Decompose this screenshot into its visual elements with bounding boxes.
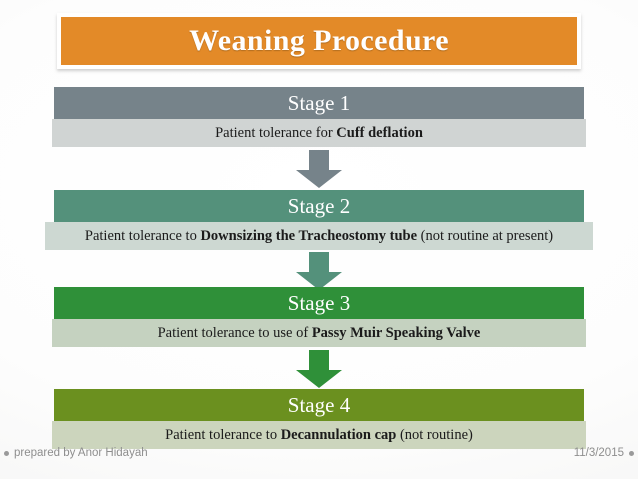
stage-1-header: Stage 1 — [54, 87, 584, 119]
slide-title-bar: Weaning Procedure — [61, 17, 577, 65]
stage-3-body-text: Patient tolerance to use of Passy Muir S… — [158, 326, 481, 341]
stage-4-body-text: Patient tolerance to Decannulation cap (… — [165, 428, 473, 443]
stage-1-body-bold: Cuff deflation — [336, 124, 423, 141]
stage-1-body: Patient tolerance for Cuff deflation — [52, 119, 586, 147]
stage-2-body-prefix: Patient tolerance to — [84, 227, 201, 244]
stage-block-3: Stage 3 Patient tolerance to use of Pass… — [0, 287, 638, 347]
page-title: Weaning Procedure — [189, 24, 449, 57]
footer-date: 11/3/2015 — [574, 447, 634, 459]
stage-3-header-label: Stage 3 — [287, 290, 351, 315]
stage-block-2: Stage 2 Patient tolerance to Downsizing … — [0, 190, 638, 250]
stage-3-body-prefix: Patient tolerance to use of — [157, 324, 312, 341]
stage-2-header: Stage 2 — [54, 190, 584, 222]
slide-footer: prepared by Anor Hidayah 11/3/2015 — [0, 445, 638, 461]
down-arrow-icon — [296, 252, 342, 290]
stage-4-header-label: Stage 4 — [287, 392, 351, 417]
stage-3-body-bold: Passy Muir Speaking Valve — [311, 324, 481, 341]
stage-3-body: Patient tolerance to use of Passy Muir S… — [52, 319, 586, 347]
footer-date-text: 11/3/2015 — [573, 447, 624, 459]
stage-4-body-prefix: Patient tolerance to — [165, 426, 281, 443]
stage-3-header: Stage 3 — [54, 287, 584, 319]
stage-2-body-bold: Downsizing the Tracheostomy tube — [200, 227, 418, 244]
footer-author-text: prepared by Anor Hidayah — [14, 447, 148, 459]
slide-title-banner: Weaning Procedure — [57, 13, 581, 69]
down-arrow-icon — [296, 150, 342, 188]
stage-block-1: Stage 1 Patient tolerance for Cuff defla… — [0, 87, 638, 147]
stage-4-header: Stage 4 — [54, 389, 584, 421]
bullet-icon — [4, 450, 9, 456]
stage-4-body-suffix: (not routine) — [396, 426, 473, 443]
down-arrow-icon — [296, 350, 342, 388]
arrow-stage2-to-stage3 — [294, 252, 344, 290]
footer-author: prepared by Anor Hidayah — [4, 447, 148, 459]
stage-4-body-bold: Decannulation cap — [280, 426, 397, 443]
stage-2-body: Patient tolerance to Downsizing the Trac… — [45, 222, 593, 250]
stage-2-body-suffix: (not routine at present) — [417, 227, 554, 244]
stage-4-body: Patient tolerance to Decannulation cap (… — [52, 421, 586, 449]
arrow-stage3-to-stage4 — [294, 350, 344, 388]
stage-2-body-text: Patient tolerance to Downsizing the Trac… — [85, 229, 553, 244]
stage-2-header-label: Stage 2 — [287, 193, 351, 218]
stage-1-body-prefix: Patient tolerance for — [215, 124, 337, 141]
stage-1-body-text: Patient tolerance for Cuff deflation — [215, 126, 423, 141]
arrow-stage1-to-stage2 — [294, 150, 344, 188]
stage-1-header-label: Stage 1 — [287, 90, 351, 115]
bullet-icon — [629, 450, 634, 456]
stage-block-4: Stage 4 Patient tolerance to Decannulati… — [0, 389, 638, 449]
